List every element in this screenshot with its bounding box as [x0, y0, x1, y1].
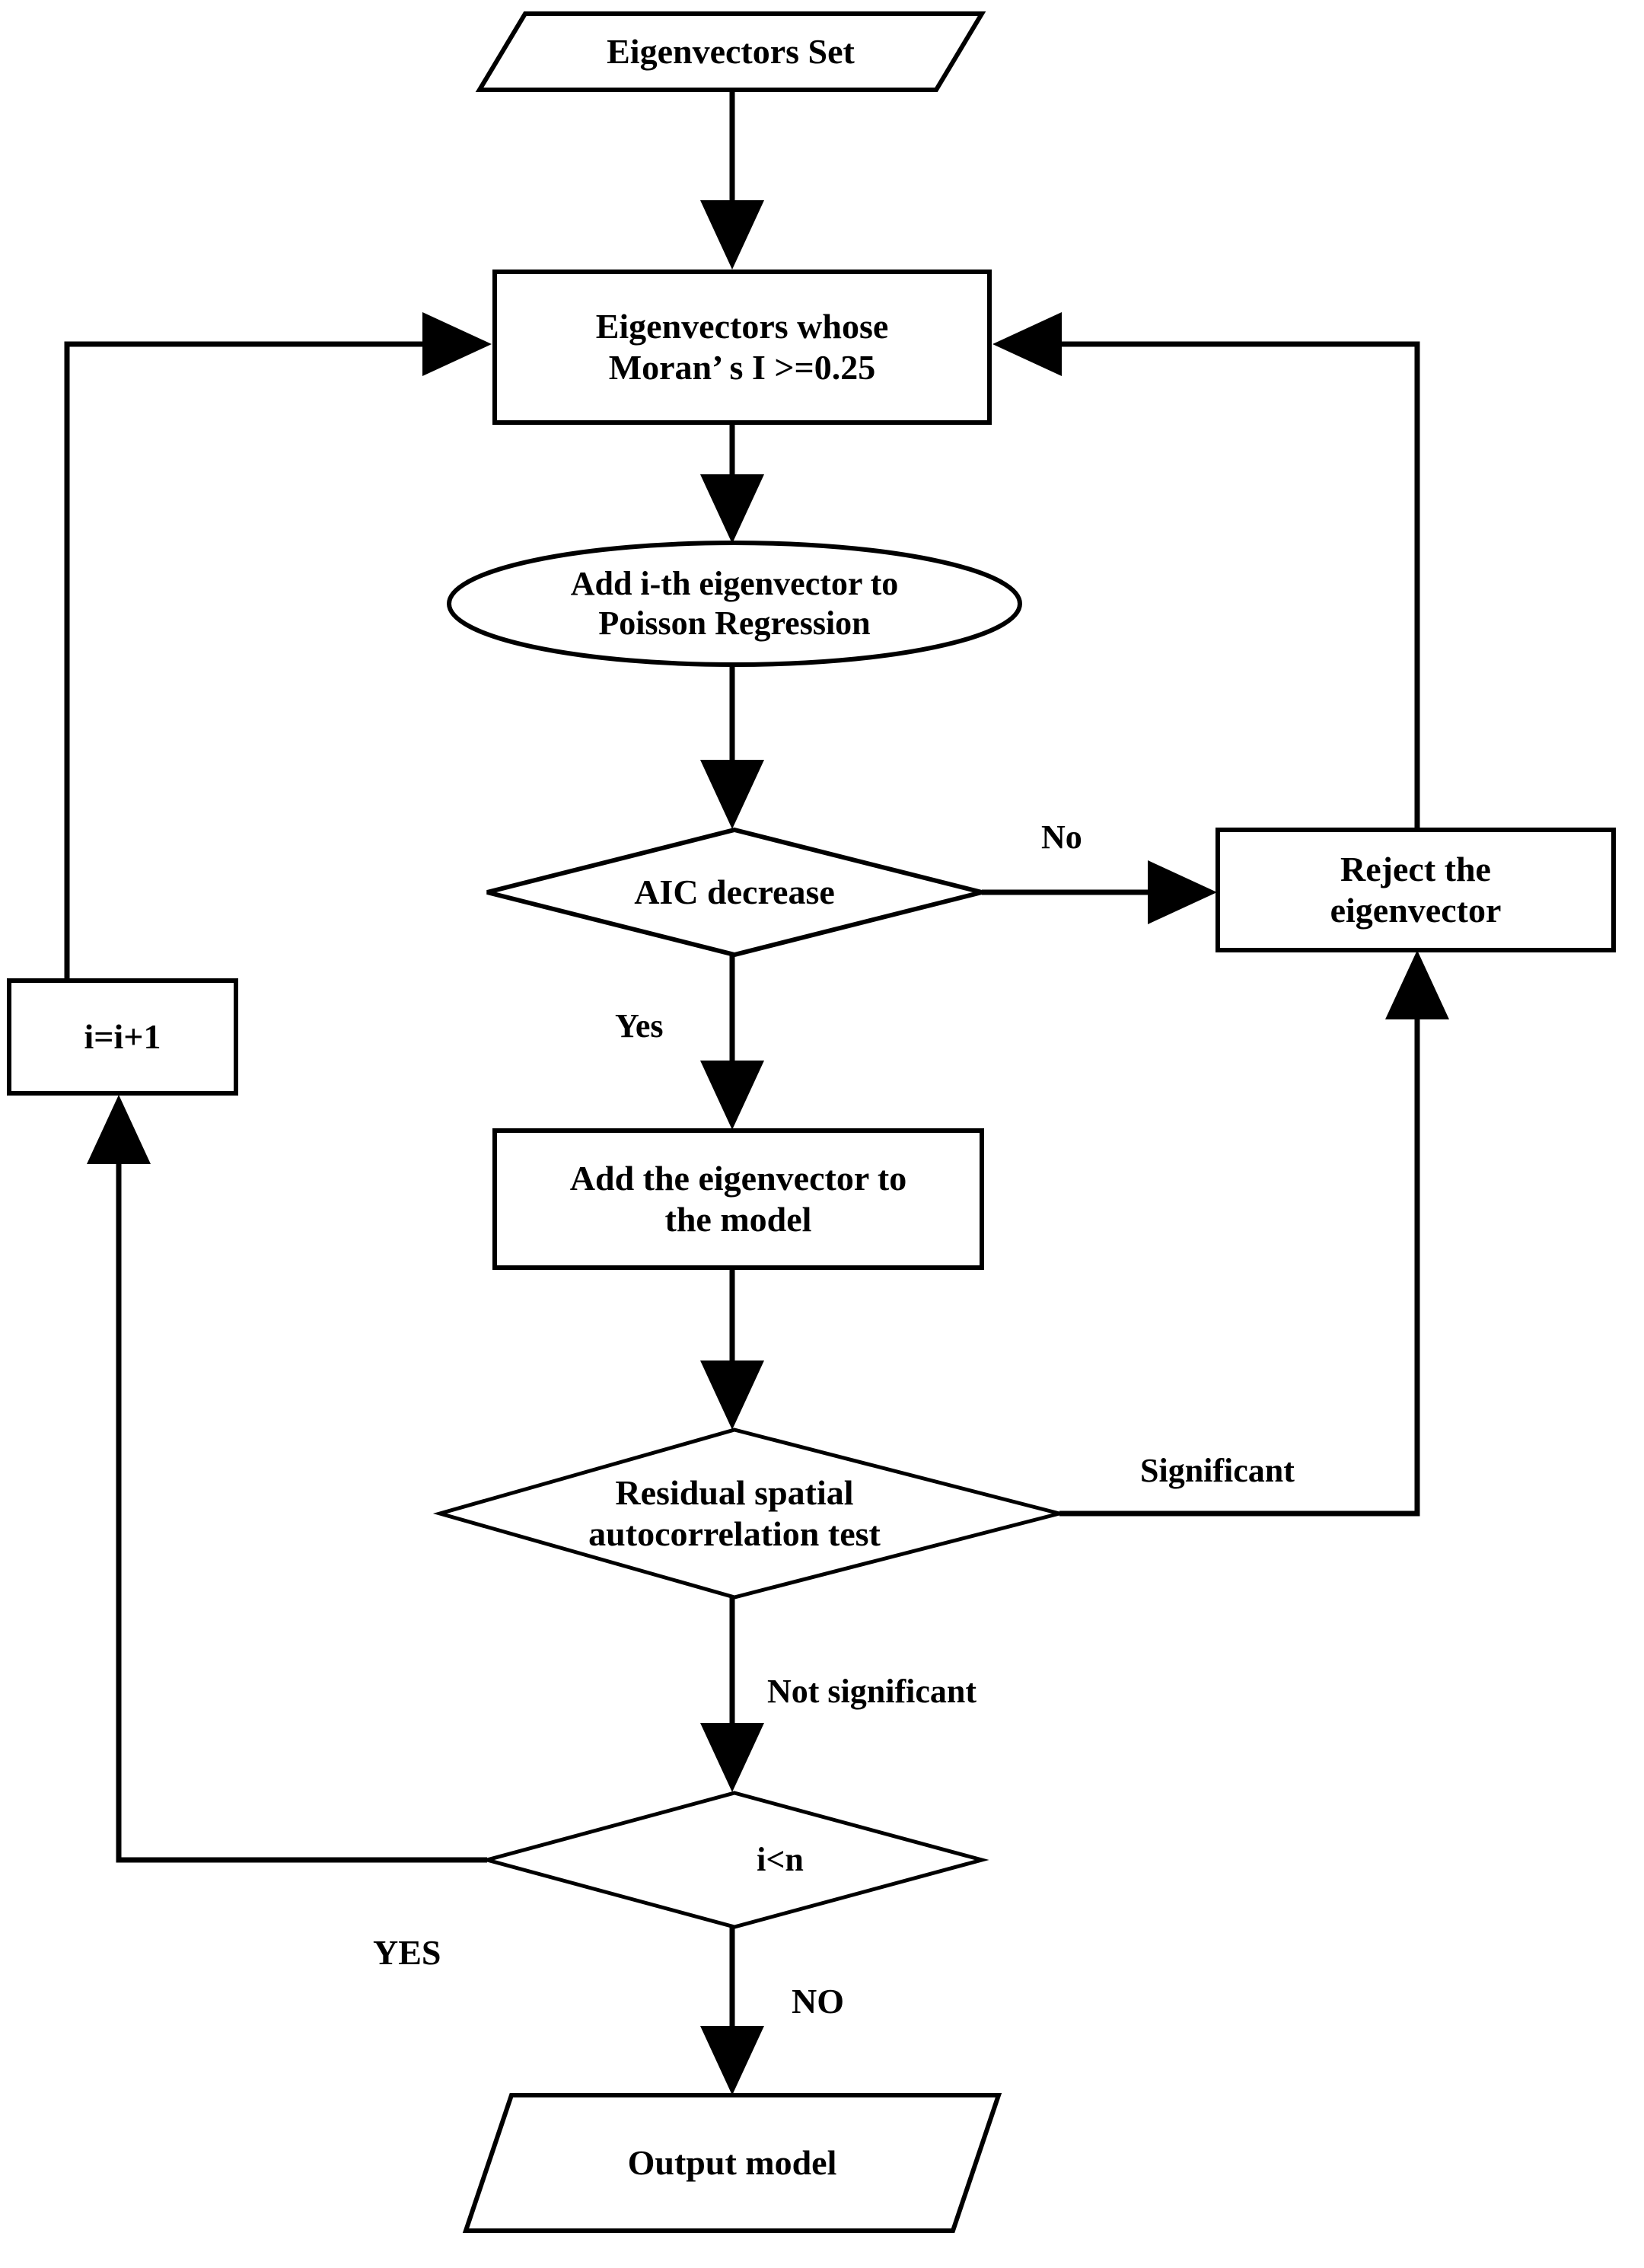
shape-output-model: [462, 2093, 1002, 2233]
edge-iltn-yes-to-increment: [87, 1095, 487, 1863]
shape-increment-i: [7, 978, 238, 1096]
edge-increment-to-moran: [64, 312, 492, 981]
edge-label-yes-upper: YES: [373, 1933, 441, 1972]
shape-aic-decrease: [486, 827, 983, 958]
shape-eigenvectors-set: [475, 11, 986, 92]
shape-i-lt-n: [480, 1791, 989, 1929]
edge-label-not-significant: Not significant: [767, 1673, 977, 1710]
edge-residual-to-reject-significant: [1059, 950, 1449, 1517]
shape-residual-test: [432, 1427, 1060, 1600]
edge-label-yes: Yes: [615, 1007, 664, 1045]
edge-label-no-upper: NO: [792, 1982, 844, 2021]
shape-add-eigenvector-model: [492, 1128, 984, 1270]
shape-reject-eigenvector: [1215, 828, 1616, 952]
shape-moran-filter: [492, 270, 992, 425]
edge-reject-to-moran: [992, 312, 1420, 830]
shape-add-ith-eigenvector: [447, 541, 1022, 667]
edge-label-significant: Significant: [1140, 1452, 1295, 1489]
edge-label-no: No: [1041, 818, 1082, 856]
